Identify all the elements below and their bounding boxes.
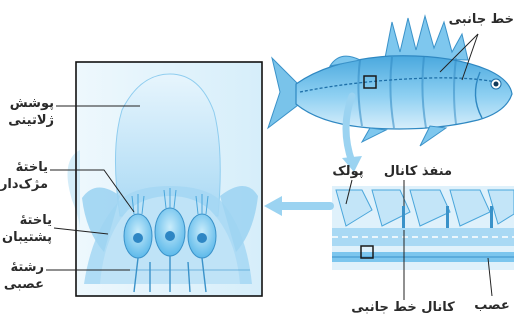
label-scale: پولک	[322, 164, 374, 179]
label-lateral-canal: کانال خط جانبی	[344, 300, 462, 315]
canal-cross-section	[332, 186, 514, 270]
label-gelatinous-cover-2: ژلاتینی	[0, 113, 54, 128]
label-hair-cell-2: مژک‌دار	[0, 177, 48, 192]
label-support-cell-1: یاختهٔ	[0, 213, 52, 228]
label-nerve-fiber-2: عصبی	[0, 277, 44, 292]
hair-cells	[124, 188, 216, 258]
label-canal-opening: منفذ کانال	[372, 164, 464, 179]
zoom-arrow-down	[346, 96, 352, 162]
neuromast-panel	[68, 62, 263, 296]
label-nerve-fiber-1: رشتهٔ	[0, 260, 44, 275]
label-gelatinous-cover-1: پوشش	[0, 96, 54, 111]
label-support-cell-2: پشتیبان	[0, 230, 52, 245]
label-lateral-line-fish: خط جانبی	[458, 12, 514, 27]
label-hair-cell-1: یاختهٔ	[0, 160, 48, 175]
fish-illustration	[268, 16, 512, 146]
label-nerve: عصب	[470, 298, 514, 313]
